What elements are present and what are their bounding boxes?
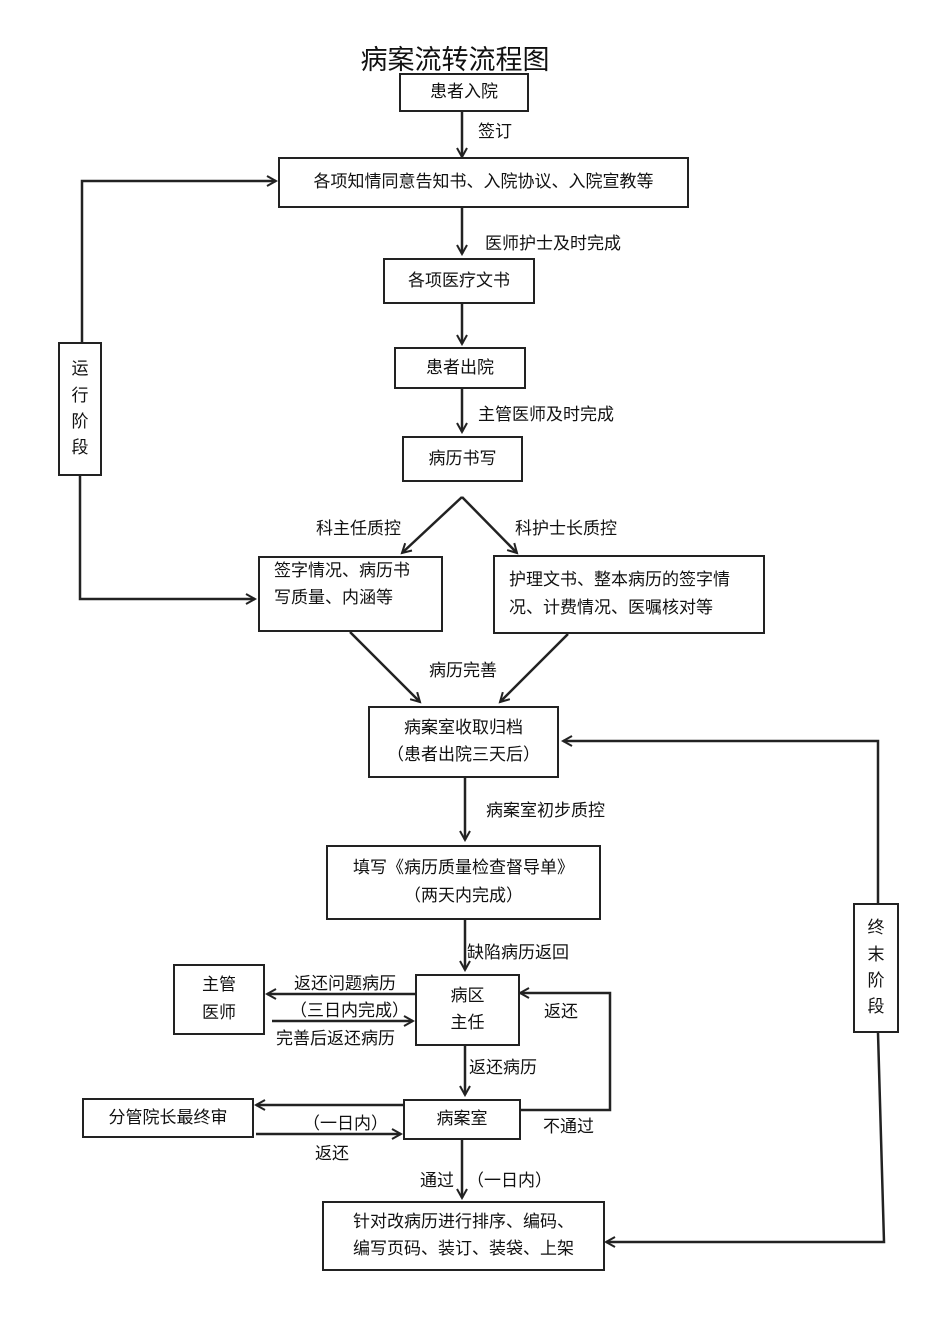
node-final-line1: 针对改病历进行排序、编码、 [353, 1211, 574, 1232]
node-attending-line2: 医师 [202, 1002, 236, 1023]
arrow-stage-qc-doctor [78, 476, 255, 599]
node-qc-nurse: 护理文书、整本病历的签字情 况、计费情况、医嘱核对等 [493, 555, 765, 634]
arrow-not-pass-loop [520, 993, 612, 1112]
stage-running-char4: 段 [71, 438, 89, 459]
arrow-writing-qc-doctor [402, 496, 463, 553]
stage-final: 终 末 阶 段 [853, 903, 899, 1033]
arrow-stage-archive [563, 741, 880, 903]
node-discharge: 患者出院 [394, 347, 526, 389]
node-records-room: 病案室 [403, 1099, 521, 1140]
label-head-nurse-qc: 科护士长质控 [515, 519, 617, 539]
node-archive: 病案室收取归档 （患者出院三天后） [368, 706, 559, 778]
arrow-writing-qc-nurse [461, 496, 517, 553]
node-checklist-line1: 填写《病历质量检查督导单》 [353, 858, 574, 879]
node-final-line2: 编写页码、装订、装袋、上架 [353, 1239, 574, 1259]
node-qc-doctor: 签字情况、病历书 写质量、内涵等 [258, 556, 443, 632]
node-qc-nurse-line2: 况、计费情况、医嘱核对等 [509, 597, 713, 618]
node-medical-docs: 各项医疗文书 [383, 258, 535, 304]
stage-final-char3: 阶 [867, 971, 885, 991]
node-attending: 主管 医师 [173, 964, 265, 1035]
label-three-days: （三日内完成） [290, 1001, 409, 1021]
label-return-after: 完善后返还病历 [276, 1029, 395, 1049]
label-return-bottom: 返还 [315, 1144, 349, 1164]
label-record-improve: 病历完善 [429, 661, 497, 681]
label-one-day-bottom: （一日内） [467, 1171, 552, 1191]
stage-final-char4: 段 [867, 997, 885, 1018]
node-attending-line1: 主管 [202, 975, 236, 996]
label-one-day-left: （一日内） [303, 1114, 388, 1134]
node-archive-line1: 病案室收取归档 [404, 717, 523, 738]
node-qc-doctor-line1: 签字情况、病历书 [274, 561, 410, 581]
label-dept-director-qc: 科主任质控 [316, 519, 401, 539]
label-sign: 签订 [478, 122, 512, 142]
label-attending-complete: 主管医师及时完成 [478, 405, 614, 425]
node-ward-director: 病区 主任 [415, 974, 520, 1046]
node-qc-nurse-line1: 护理文书、整本病历的签字情 [509, 570, 730, 591]
node-archive-line2: （患者出院三天后） [387, 745, 540, 765]
label-not-pass: 不通过 [543, 1117, 594, 1137]
label-doc-nurse: 医师护士及时完成 [485, 234, 621, 254]
stage-running-char3: 阶 [71, 412, 89, 432]
label-return-problem: 返还问题病历 [294, 974, 396, 994]
label-return-right: 返还 [544, 1002, 578, 1022]
node-checklist-line2: （两天内完成） [404, 885, 523, 906]
node-record-writing: 病历书写 [402, 436, 523, 482]
arrow-qc-doctor-archive [349, 631, 420, 702]
node-ward-director-line2: 主任 [450, 1013, 485, 1033]
arrow-stage-final [606, 1032, 886, 1242]
label-room-initial-qc: 病案室初步质控 [486, 801, 605, 821]
node-final: 针对改病历进行排序、编码、 编写页码、装订、装袋、上架 [322, 1201, 605, 1271]
node-vp-review: 分管院长最终审 [82, 1098, 254, 1138]
node-ward-director-line1: 病区 [450, 985, 485, 1006]
node-checklist: 填写《病历质量检查督导单》 （两天内完成） [326, 845, 601, 920]
label-return-record: 返还病历 [469, 1058, 537, 1078]
node-consent: 各项知情同意告知书、入院协议、入院宣教等 [278, 157, 689, 208]
page-title: 病案流转流程图 [360, 45, 550, 76]
label-pass: 通过 [420, 1171, 454, 1191]
arrow-stage-consent [80, 181, 276, 342]
stage-final-char2: 末 [867, 944, 885, 965]
stage-running-char1: 运 [71, 359, 89, 380]
node-admission: 患者入院 [399, 73, 529, 112]
node-qc-doctor-line2: 写质量、内涵等 [274, 588, 393, 609]
label-defect-return: 缺陷病历返回 [467, 943, 569, 963]
stage-final-char1: 终 [867, 918, 885, 939]
stage-running: 运 行 阶 段 [58, 342, 102, 476]
stage-running-char2: 行 [71, 385, 89, 406]
arrow-qc-nurse-archive [500, 633, 569, 702]
